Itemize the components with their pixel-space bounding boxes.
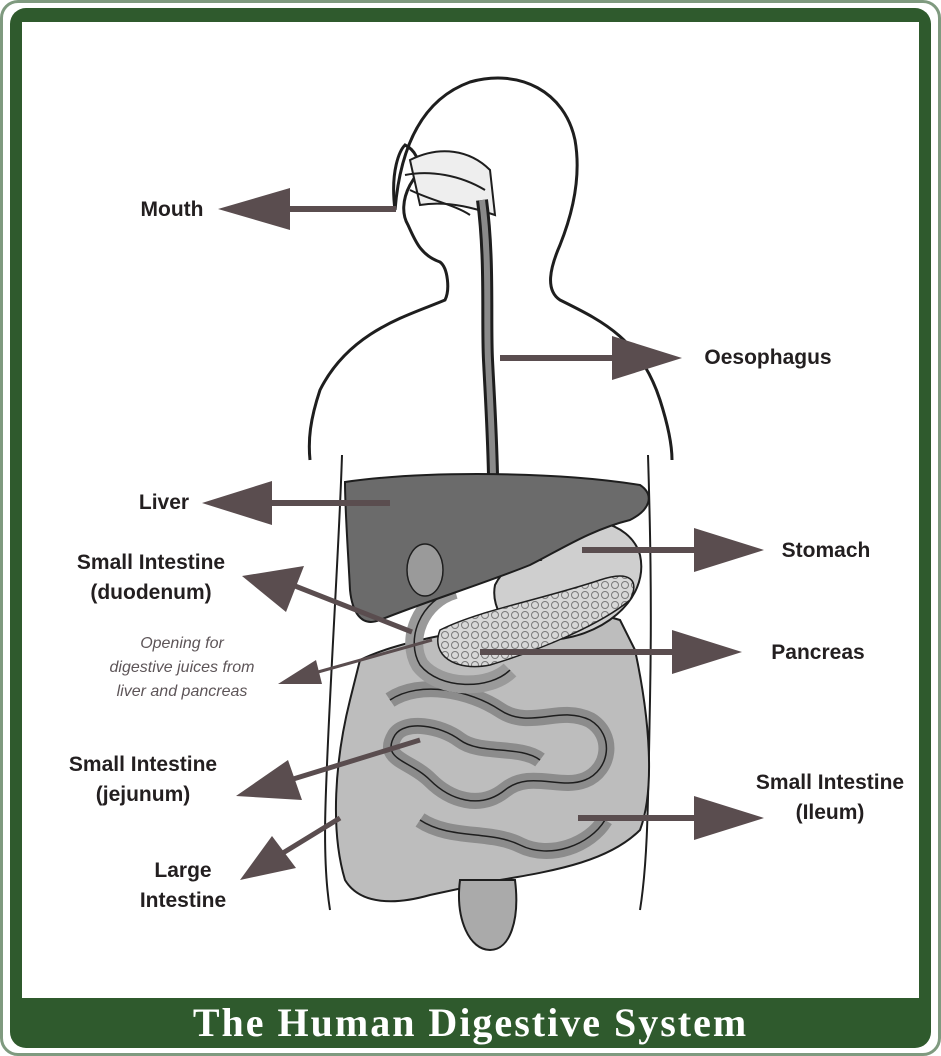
label-stomach: Stomach [766, 536, 886, 566]
note-line-2: digestive juices from [72, 656, 292, 680]
mouth-arrow [218, 188, 396, 230]
title-bar: The Human Digestive System [10, 997, 931, 1048]
label-opening-note: Opening for digestive juices from liver … [72, 632, 292, 704]
head-outline [395, 78, 672, 460]
label-liver: Liver [124, 488, 204, 518]
jejunum-line-2: (jejunum) [38, 780, 248, 810]
label-small-intestine-jejunum: Small Intestine (jejunum) [38, 750, 248, 810]
gall-bladder [407, 544, 443, 596]
note-line-1: Opening for [72, 632, 292, 656]
rectum [459, 880, 516, 950]
label-mouth: Mouth [124, 195, 220, 225]
large-intestine-line-1: Large [118, 856, 248, 886]
label-small-intestine-duodenum: Small Intestine (duodenum) [46, 548, 256, 608]
large-intestine-line-2: Intestine [118, 886, 248, 916]
label-small-intestine-ileum: Small Intestine (Ileum) [730, 768, 930, 828]
label-pancreas: Pancreas [748, 638, 888, 668]
diagram-title: The Human Digestive System [193, 1000, 748, 1045]
duodenum-line-2: (duodenum) [46, 578, 256, 608]
ileum-line-2: (Ileum) [730, 798, 930, 828]
ileum-line-1: Small Intestine [730, 768, 930, 798]
duodenum-line-1: Small Intestine [46, 548, 256, 578]
label-oesophagus: Oesophagus [688, 343, 848, 373]
jejunum-line-1: Small Intestine [38, 750, 248, 780]
label-large-intestine: Large Intestine [118, 856, 248, 916]
note-line-3: liver and pancreas [72, 680, 292, 704]
oesophagus-arrow [500, 336, 682, 380]
